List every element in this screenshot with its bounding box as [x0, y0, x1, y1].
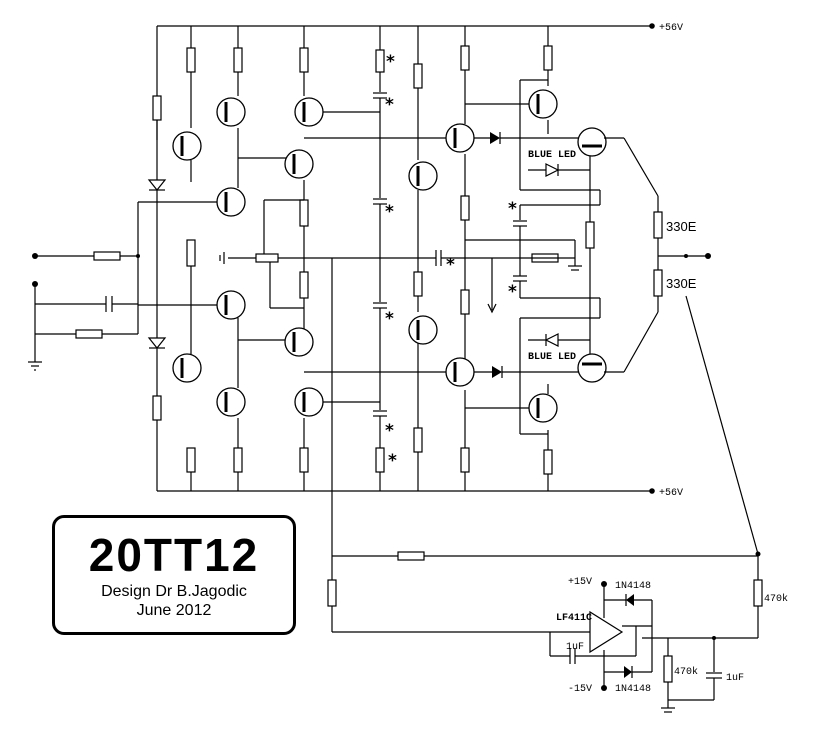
star-mark: *	[388, 451, 397, 471]
res-330-top-label: 330E	[666, 219, 697, 234]
dc-servo	[327, 258, 763, 713]
negative-rail	[157, 488, 655, 494]
design-date: June 2012	[136, 602, 212, 619]
rail-drops	[186, 26, 553, 491]
res-330-bottom-label: 330E	[666, 276, 697, 291]
opamp-pos-supply-label: +15V	[568, 577, 592, 588]
blue-led-top-label: BLUE LED	[528, 150, 576, 161]
blue-led-bottom-label: BLUE LED	[528, 352, 576, 363]
star-mark: *	[385, 95, 394, 115]
labels: +56V +56V BLUE LED BLUE LED 330E 330E 47…	[385, 23, 788, 695]
diode-bottom-label: 1N4148	[615, 684, 651, 695]
star-mark: *	[508, 282, 517, 302]
res-470k-fb-label: 470k	[764, 593, 788, 605]
cap-1uf-servo-label: 1uF	[726, 673, 744, 684]
star-mark: *	[386, 52, 395, 72]
diode-top-label: 1N4148	[615, 581, 651, 592]
designer-credit: Design Dr B.Jagodic	[101, 583, 247, 600]
output-network	[604, 137, 761, 557]
opamp-neg-supply-label: -15V	[568, 684, 592, 695]
interconnect	[219, 79, 601, 435]
star-mark: *	[385, 309, 394, 329]
cap-1uf-int-label: 1uF	[566, 642, 584, 653]
star-mark: *	[385, 202, 394, 222]
supply-neg-label: +56V	[659, 488, 683, 499]
positive-rail	[157, 23, 655, 29]
supply-pos-label: +56V	[659, 23, 683, 34]
opamp-label: LF411C	[556, 613, 592, 624]
model-name: 20TT12	[88, 529, 260, 581]
title-block: 20TT12 Design Dr B.Jagodic June 2012	[52, 515, 296, 635]
star-mark: *	[508, 199, 517, 219]
star-mark: *	[446, 255, 455, 275]
transistors	[172, 89, 607, 423]
star-mark: *	[385, 421, 394, 441]
input-section	[28, 95, 222, 421]
res-470k-servo-label: 470k	[674, 666, 698, 678]
